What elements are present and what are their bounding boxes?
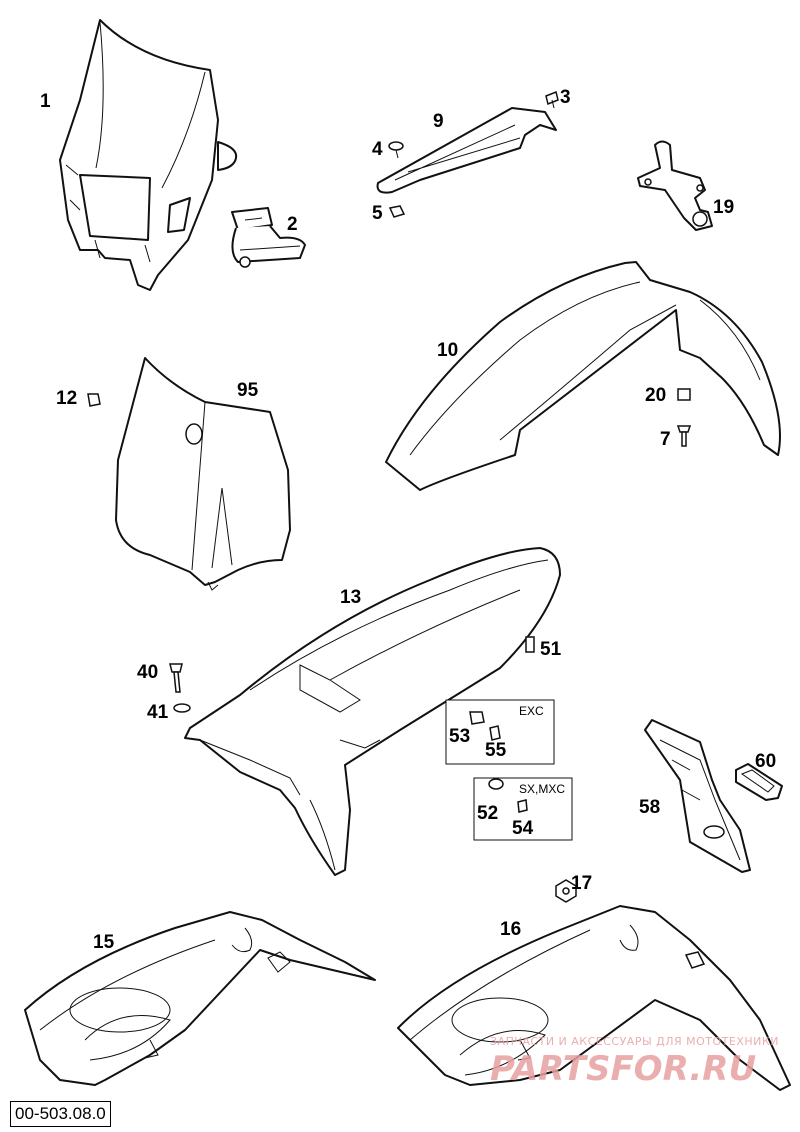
callout-labels: 1 2 3 4 5 9 19 10 20 7 12 95 13 51 40 41… (40, 87, 776, 953)
label-2: 2 (287, 214, 298, 235)
hardware-12 (87, 393, 101, 407)
variant-box-exc (445, 699, 555, 765)
part-95-number-plate (115, 357, 291, 591)
hardware-51 (525, 636, 535, 653)
exc-box-label: EXC (519, 704, 544, 718)
hardware-4 (388, 141, 404, 159)
part-1-headlight-mask (59, 19, 238, 291)
label-9: 9 (433, 111, 444, 132)
label-1: 1 (40, 91, 51, 112)
part-58-side-panel (644, 719, 751, 873)
watermark: ЗАПЧАСТИ И АКСЕССУАРЫ ДЛЯ МОТОТЕХНИКИ PA… (490, 1035, 779, 1089)
label-54: 54 (512, 818, 534, 839)
label-60: 60 (755, 751, 776, 772)
diagram-code: 00-503.08.0 (10, 1101, 111, 1127)
label-51: 51 (540, 639, 562, 660)
label-20: 20 (645, 385, 666, 406)
sx-mxc-box-label: SX,MXC (519, 782, 565, 796)
part-10-front-fender (385, 261, 781, 491)
hardware-5 (388, 205, 406, 218)
hardware-20 (677, 388, 691, 401)
label-95: 95 (237, 380, 259, 401)
label-13: 13 (340, 587, 361, 608)
part-16-front-fender (397, 905, 791, 1091)
label-12: 12 (56, 388, 77, 409)
label-16: 16 (500, 919, 521, 940)
watermark-brand: PARTSFOR.RU (490, 1049, 756, 1089)
label-15: 15 (93, 932, 115, 953)
hardware-3 (545, 90, 559, 109)
hardware-40 (169, 663, 183, 693)
part-19-clamp (637, 140, 713, 231)
label-10: 10 (437, 340, 458, 361)
label-4: 4 (372, 139, 383, 160)
hardware-41 (173, 703, 191, 713)
hardware-7 (676, 425, 692, 447)
label-17: 17 (571, 873, 592, 894)
label-19: 19 (713, 197, 734, 218)
part-15-front-fender (24, 911, 376, 1086)
label-5: 5 (372, 203, 383, 224)
part-2-bracket (231, 207, 306, 268)
label-7: 7 (660, 429, 671, 450)
label-41: 41 (147, 702, 169, 723)
label-58: 58 (639, 797, 660, 818)
label-40: 40 (137, 662, 158, 683)
hardware-17 (555, 879, 577, 903)
watermark-top-text: ЗАПЧАСТИ И АКСЕССУАРЫ ДЛЯ МОТОТЕХНИКИ (490, 1035, 779, 1048)
label-52: 52 (477, 803, 498, 824)
label-3: 3 (560, 87, 571, 108)
label-53: 53 (449, 726, 470, 747)
label-55: 55 (485, 740, 507, 761)
part-60-gasket (735, 763, 783, 801)
part-9-holder (376, 107, 557, 194)
part-13-rear-fender (184, 547, 561, 876)
variant-box-sx-mxc (473, 777, 573, 841)
